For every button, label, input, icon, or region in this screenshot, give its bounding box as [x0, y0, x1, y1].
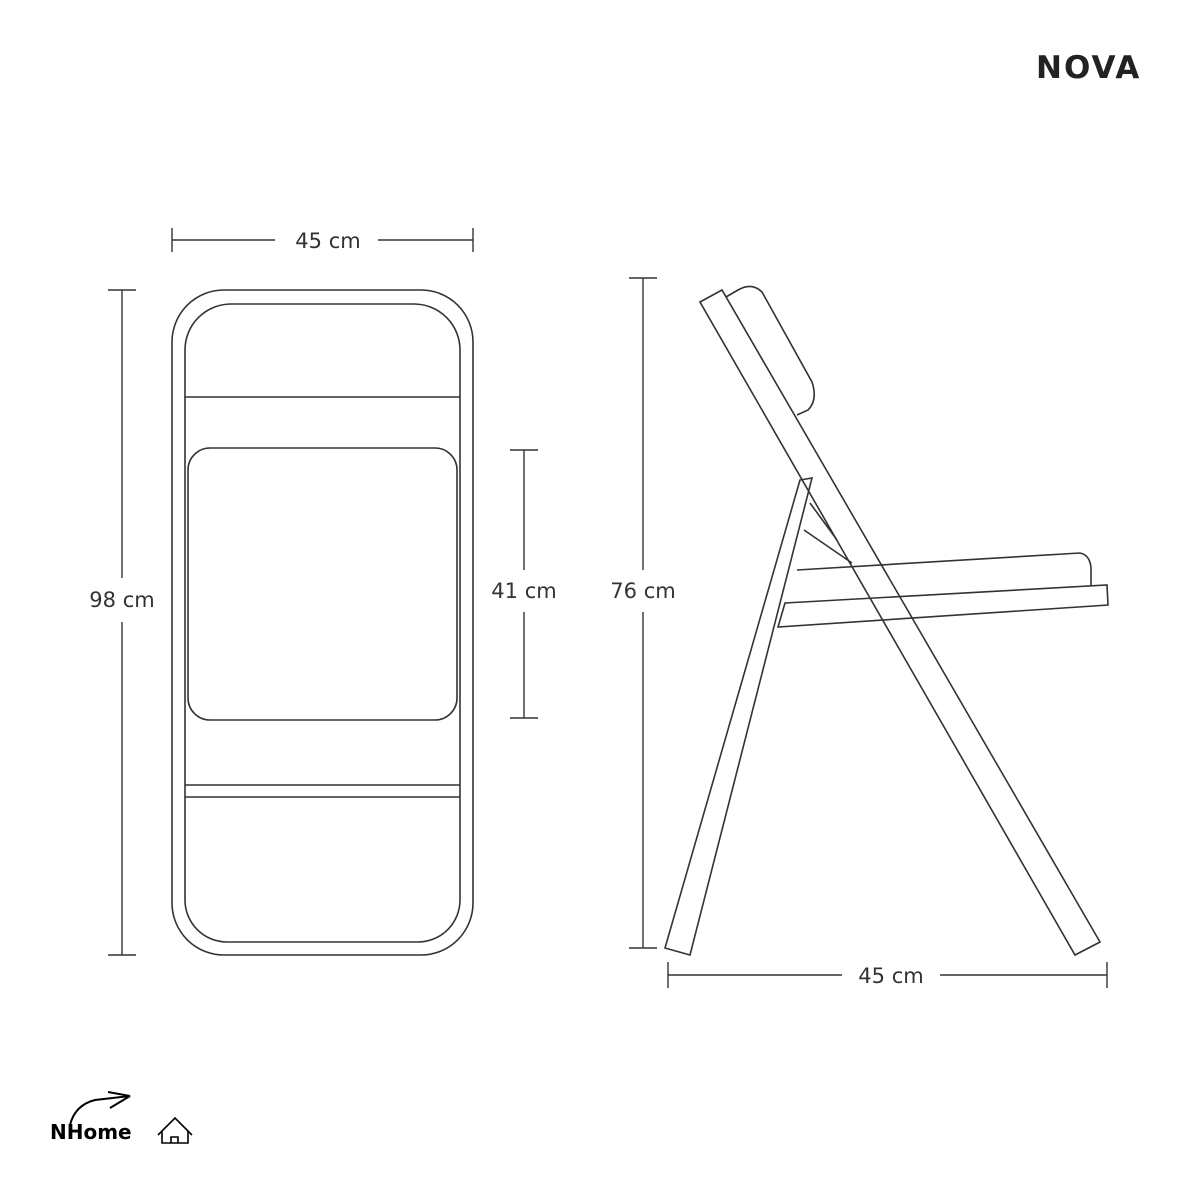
house-icon — [157, 1116, 193, 1144]
side-seat-slab — [776, 584, 1109, 628]
dim-front-height: 98 cm — [89, 588, 154, 612]
side-back-leg — [698, 288, 1102, 957]
dim-front-width: 45 cm — [295, 229, 360, 253]
front-outer-frame — [171, 289, 474, 956]
dim-seat-depth: 41 cm — [491, 579, 556, 603]
dimension-lines — [108, 228, 1108, 988]
nhome-logo: NHome — [50, 1120, 132, 1144]
dim-side-depth: 45 cm — [858, 964, 923, 988]
side-seat-top — [796, 552, 1092, 586]
front-seat — [187, 447, 458, 721]
front-view-chair — [171, 289, 474, 956]
nhome-logo-swoosh — [69, 1091, 131, 1126]
front-backrest — [184, 303, 461, 398]
side-backrest — [725, 285, 816, 416]
side-view-chair — [664, 285, 1109, 957]
front-inner-frame — [184, 397, 461, 943]
side-brace — [809, 502, 838, 541]
side-brace — [803, 529, 853, 564]
side-front-leg — [664, 477, 814, 956]
dim-side-height: 76 cm — [610, 579, 675, 603]
brand-logo: NOVA — [1036, 50, 1142, 86]
